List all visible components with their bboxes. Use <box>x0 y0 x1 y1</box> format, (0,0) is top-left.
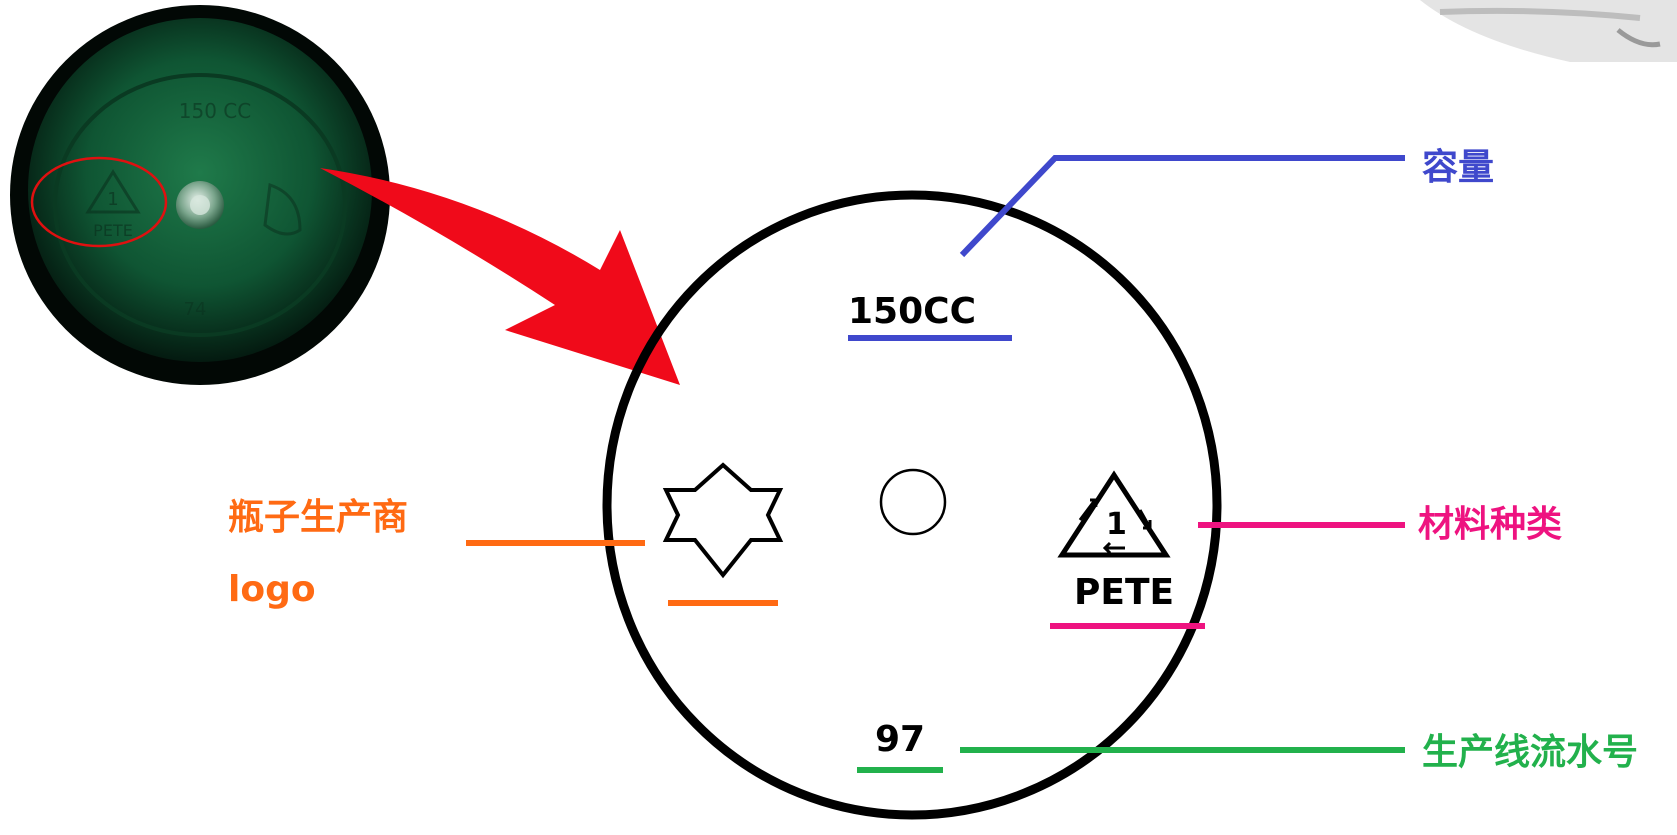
bottle-bottom-photo: 1 PETE 150 CC 74 <box>10 5 390 385</box>
recycle-number-mark: 1 <box>1106 507 1127 542</box>
pointer-arrow <box>320 168 680 385</box>
photo-recycle-number: 1 <box>107 189 118 210</box>
photo-capacity-text: 150 CC <box>179 99 251 123</box>
embossed-logo-icon <box>263 182 302 236</box>
photo-line-number-text: 74 <box>184 299 207 320</box>
line-number-mark: 97 <box>875 719 926 760</box>
corner-photo-fragment <box>1420 0 1677 62</box>
bottom-outline <box>602 190 1222 820</box>
capacity-leader-line <box>959 155 1405 258</box>
center-hole <box>879 468 947 536</box>
embossed-recycle-icon <box>85 169 141 214</box>
manufacturer-label-line2: logo <box>228 569 316 610</box>
capacity-mark: 150CC <box>848 291 976 332</box>
material-type-label: 材料种类 <box>1418 504 1563 545</box>
highlight-ellipse <box>30 156 168 248</box>
recycle-triangle-icon <box>1057 470 1171 558</box>
manufacturer-star-icon <box>662 462 784 579</box>
manufacturer-label-line1: 瓶子生产商 <box>228 497 409 538</box>
capacity-label: 容量 <box>1422 147 1495 188</box>
material-mark: PETE <box>1074 572 1175 613</box>
photo-material-text: PETE <box>93 221 133 240</box>
line-serial-label: 生产线流水号 <box>1422 732 1639 773</box>
